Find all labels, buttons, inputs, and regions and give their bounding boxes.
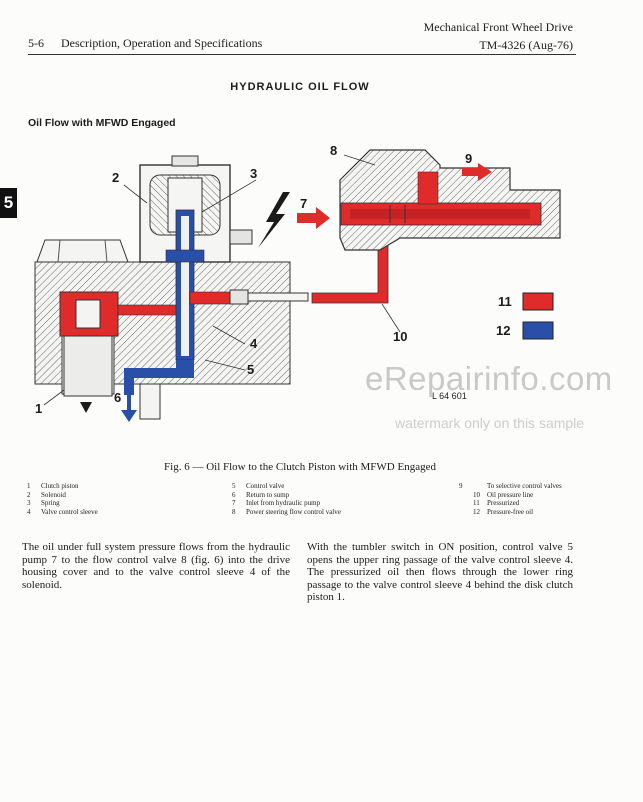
side-tab: 5 [0, 188, 17, 218]
header-right: Mechanical Front Wheel Drive TM-4326 (Au… [424, 18, 573, 54]
callout-12: 12 [496, 323, 510, 338]
callout-11: 11 [498, 294, 512, 309]
watermark-brand: eRepairinfo.com [365, 360, 613, 397]
callout-1: 1 [35, 401, 42, 416]
callout-10: 10 [393, 329, 407, 344]
callout-3: 3 [250, 166, 257, 181]
watermark-notice: watermark only on this sample [395, 415, 585, 431]
callout-9: 9 [465, 151, 472, 166]
return-passage [124, 368, 194, 395]
oil-flow-diagram: 2 3 8 9 7 4 5 1 6 10 11 12 L 64 601 [34, 143, 561, 422]
paragraph-right: With the tumbler switch in ON position, … [307, 541, 573, 604]
figure-code: L 64 601 [432, 391, 467, 401]
flow-control-valve [339, 149, 561, 251]
legend-swatch-pressure-free [522, 321, 554, 340]
figure-caption: Fig. 6 — Oil Flow to the Clutch Piston w… [164, 461, 436, 473]
hex-cap [36, 239, 129, 263]
outlet-arrow-icon [462, 168, 480, 176]
callout-4: 4 [250, 336, 258, 351]
clutch-piston [63, 335, 113, 397]
inlet-arrow-icon [297, 213, 317, 223]
manual-title: Mechanical Front Wheel Drive [423, 20, 573, 34]
section-heading: HYDRAULIC OIL FLOW [230, 81, 370, 93]
callout-8: 8 [330, 143, 337, 158]
page-number: 5-6 [28, 36, 44, 50]
header-left: 5-6 Description, Operation and Specifica… [28, 36, 276, 51]
legend-swatch-pressurized [522, 292, 554, 311]
callout-5: 5 [247, 362, 254, 377]
return-arrow-icon [121, 410, 137, 422]
callout-7: 7 [300, 196, 307, 211]
electric-signal-icon [258, 192, 290, 248]
section-title: Description, Operation and Specification… [61, 36, 263, 50]
pressurized-chamber [59, 291, 119, 337]
header-divider [28, 54, 576, 55]
drain-arrow-icon [80, 402, 92, 413]
paragraph-left: The oil under full system pressure flows… [22, 541, 290, 591]
callout-6: 6 [114, 390, 121, 405]
doc-ref: TM-4326 (Aug-76) [479, 38, 573, 52]
subheading: Oil Flow with MFWD Engaged [28, 117, 176, 129]
callout-2: 2 [112, 170, 119, 185]
